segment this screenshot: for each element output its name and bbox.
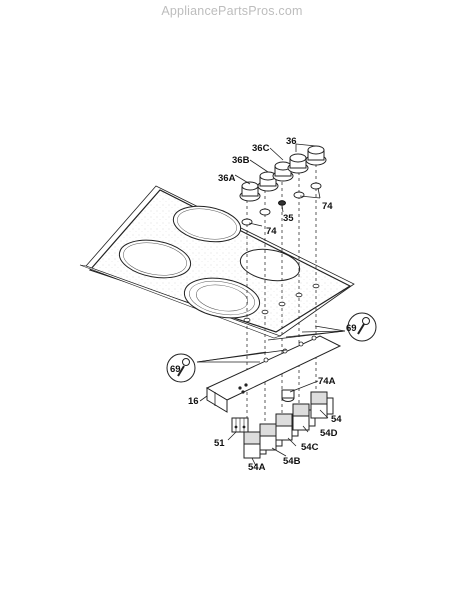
burner-front-right bbox=[183, 277, 261, 319]
knob-36b bbox=[257, 171, 279, 192]
spring-clip-35 bbox=[278, 200, 286, 206]
knob-36-left bbox=[287, 153, 309, 174]
switch-54 bbox=[310, 391, 334, 419]
callout-54c: 54C bbox=[301, 442, 319, 453]
callout-16: 16 bbox=[188, 396, 199, 407]
part-74a bbox=[281, 389, 295, 402]
knob-36a bbox=[239, 181, 261, 202]
callout-36c: 36C bbox=[252, 143, 270, 154]
callout-54: 54 bbox=[331, 414, 342, 425]
site-watermark: AppliancePartsPros.com bbox=[161, 4, 303, 18]
callout-74-left: 74 bbox=[266, 226, 277, 237]
knob-36-right bbox=[305, 145, 327, 166]
callout-36b: 36B bbox=[232, 155, 250, 166]
callout-36a: 36A bbox=[218, 173, 236, 184]
callout-54b: 54B bbox=[283, 456, 301, 467]
burner-rear-right bbox=[239, 248, 301, 282]
terminal-51 bbox=[231, 417, 249, 433]
screw-69-left bbox=[166, 349, 287, 383]
callout-35: 35 bbox=[283, 213, 294, 224]
glass-cooktop bbox=[79, 185, 355, 339]
callout-69-right: 69 bbox=[346, 323, 357, 334]
control-bracket bbox=[205, 335, 342, 413]
screw-69-right bbox=[267, 312, 377, 342]
callout-36: 36 bbox=[286, 136, 297, 147]
callout-labels: 36 36C 36B 36A 74 35 74 69 69 74A 16 54 … bbox=[170, 136, 357, 473]
callout-54a: 54A bbox=[248, 462, 266, 473]
burner-rear-left bbox=[172, 205, 242, 243]
burner-front-left bbox=[118, 239, 192, 279]
callout-51: 51 bbox=[214, 438, 225, 449]
callout-69-left: 69 bbox=[170, 364, 181, 375]
leader-lines bbox=[199, 143, 329, 467]
callout-54d: 54D bbox=[320, 428, 338, 439]
callout-74a: 74A bbox=[318, 376, 336, 387]
callout-74-right: 74 bbox=[322, 201, 333, 212]
shaft-holes bbox=[243, 283, 320, 323]
